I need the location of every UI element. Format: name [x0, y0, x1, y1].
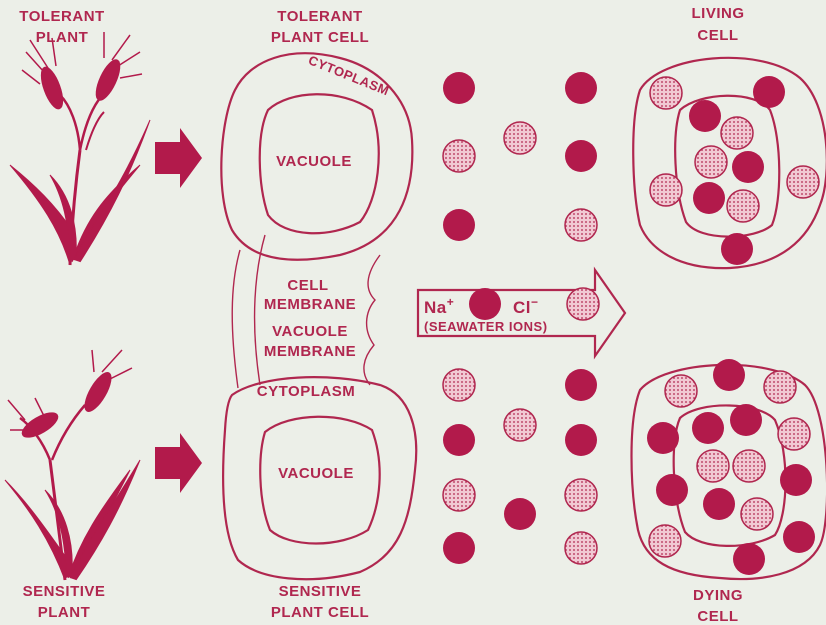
vacuole-label-top: VACUOLE — [276, 153, 352, 170]
sensitive-plant-label-1: SENSITIVE — [23, 583, 106, 600]
cl-ion — [741, 498, 773, 530]
cl-ion — [697, 450, 729, 482]
na-ion — [565, 424, 597, 456]
dying-cell-label-2: CELL — [697, 608, 738, 625]
cl-ion — [443, 140, 475, 172]
cl-ion — [764, 371, 796, 403]
na-ion — [703, 488, 735, 520]
na-ion — [443, 72, 475, 104]
na-ion — [753, 76, 785, 108]
sensitive-plant-cell-label-2: PLANT CELL — [271, 604, 369, 621]
na-ion — [443, 532, 475, 564]
cell-membrane-label-1: CELL — [287, 277, 328, 294]
na-ion — [732, 151, 764, 183]
vacuole-membrane-label-1: VACUOLE — [272, 323, 348, 340]
na-ion-key — [469, 288, 501, 320]
cl-ion — [787, 166, 819, 198]
na-ion — [443, 209, 475, 241]
na-ion — [692, 412, 724, 444]
na-ion — [721, 233, 753, 265]
cytoplasm-label-bottom: CYTOPLASM — [257, 383, 355, 400]
cl-ion — [665, 375, 697, 407]
tolerant-plant-label-2: PLANT — [36, 29, 89, 46]
tolerant-plant-cell-label-2: PLANT CELL — [271, 29, 369, 46]
cl-ion — [721, 117, 753, 149]
sensitive-plant-icon — [5, 350, 140, 580]
cl-ion — [649, 525, 681, 557]
na-ion — [733, 543, 765, 575]
na-ion — [504, 498, 536, 530]
tolerant-plant-icon — [10, 32, 150, 265]
living-cell — [633, 58, 826, 268]
cl-ion — [565, 532, 597, 564]
cl-ion — [504, 409, 536, 441]
living-cell-label-2: CELL — [697, 27, 738, 44]
tolerant-plant-label-1: TOLERANT — [19, 8, 104, 25]
cell-membrane-label-2: MEMBRANE — [264, 296, 356, 313]
na-ion — [713, 359, 745, 391]
seawater-ions-caption: (SEAWATER IONS) — [424, 319, 548, 334]
sensitive-plant-cell-label-1: SENSITIVE — [279, 583, 362, 600]
na-ion — [565, 140, 597, 172]
na-ion — [443, 424, 475, 456]
wheat-head-right — [91, 32, 142, 103]
na-ion — [565, 369, 597, 401]
vacuole-membrane-label-2: MEMBRANE — [264, 343, 356, 360]
na-ion — [693, 182, 725, 214]
cl-ion — [650, 174, 682, 206]
na-label: Na+ — [424, 295, 454, 317]
tolerant-plant-cell-label-1: TOLERANT — [277, 8, 362, 25]
seawater-ions-arrow: Na+ Cl− (SEAWATER IONS) — [418, 270, 625, 356]
dying-cell-label-1: DYING — [693, 587, 743, 604]
arrow-icon-top — [155, 128, 202, 188]
living-cell-label-1: LIVING — [691, 5, 744, 22]
cl-ion — [443, 479, 475, 511]
cl-ion — [733, 450, 765, 482]
cytoplasm-label-top: CYTOPLASM — [306, 52, 391, 98]
wheat-head-left — [22, 38, 67, 111]
cl-ion — [650, 77, 682, 109]
wheat-head-upper — [80, 350, 132, 415]
cl-label: Cl− — [513, 295, 539, 317]
na-ion — [565, 72, 597, 104]
na-ion — [656, 474, 688, 506]
cl-ion — [504, 122, 536, 154]
cl-ion — [727, 190, 759, 222]
cl-ion — [565, 209, 597, 241]
sensitive-plant-label-2: PLANT — [38, 604, 91, 621]
cl-ion — [443, 369, 475, 401]
na-ion — [783, 521, 815, 553]
vacuole-label-bottom: VACUOLE — [278, 465, 354, 482]
wheat-head-drooping — [8, 398, 61, 442]
na-ion — [689, 100, 721, 132]
na-ion — [780, 464, 812, 496]
cl-ion — [778, 418, 810, 450]
cl-ion — [695, 146, 727, 178]
cl-ion-key — [567, 288, 599, 320]
dying-cell — [632, 359, 826, 579]
na-ion — [647, 422, 679, 454]
cl-ion — [565, 479, 597, 511]
arrow-icon-bottom — [155, 433, 202, 493]
na-ion — [730, 404, 762, 436]
